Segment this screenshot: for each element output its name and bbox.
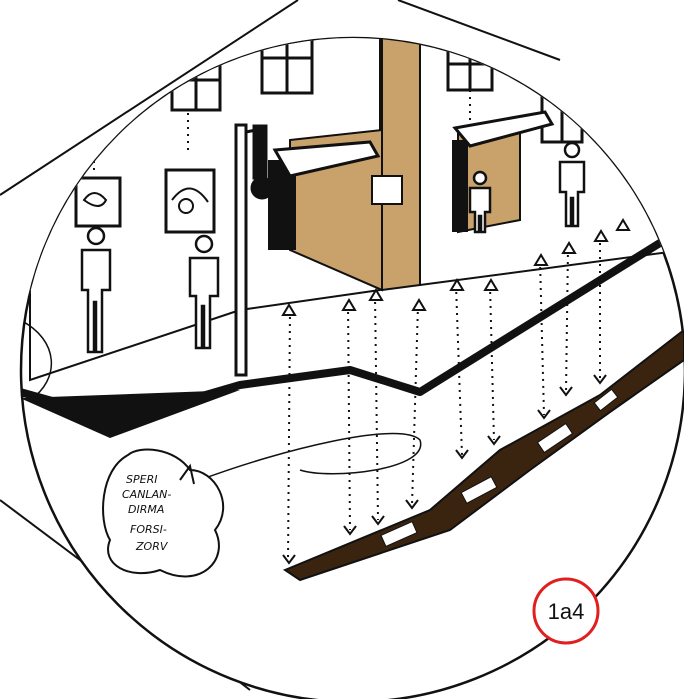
bubble-line-1: SPERI	[126, 473, 157, 486]
badge-label: 1a4	[548, 599, 585, 624]
figure-badge: 1a4	[534, 579, 598, 643]
bubble-line-2: CANLAN-	[122, 488, 171, 501]
building-right	[420, 30, 684, 285]
shop-window-2	[166, 170, 214, 232]
bubble-line-4: FORSI-	[130, 523, 167, 536]
shop-sign	[372, 176, 402, 204]
window-upper-mid	[262, 25, 312, 93]
corner-wall-accent	[382, 20, 420, 290]
shop-window-1	[76, 178, 120, 226]
bubble-line-3: DIRMA	[128, 503, 164, 516]
window-upper-left	[172, 52, 220, 110]
bubble-line-5: ZORV	[135, 540, 169, 553]
